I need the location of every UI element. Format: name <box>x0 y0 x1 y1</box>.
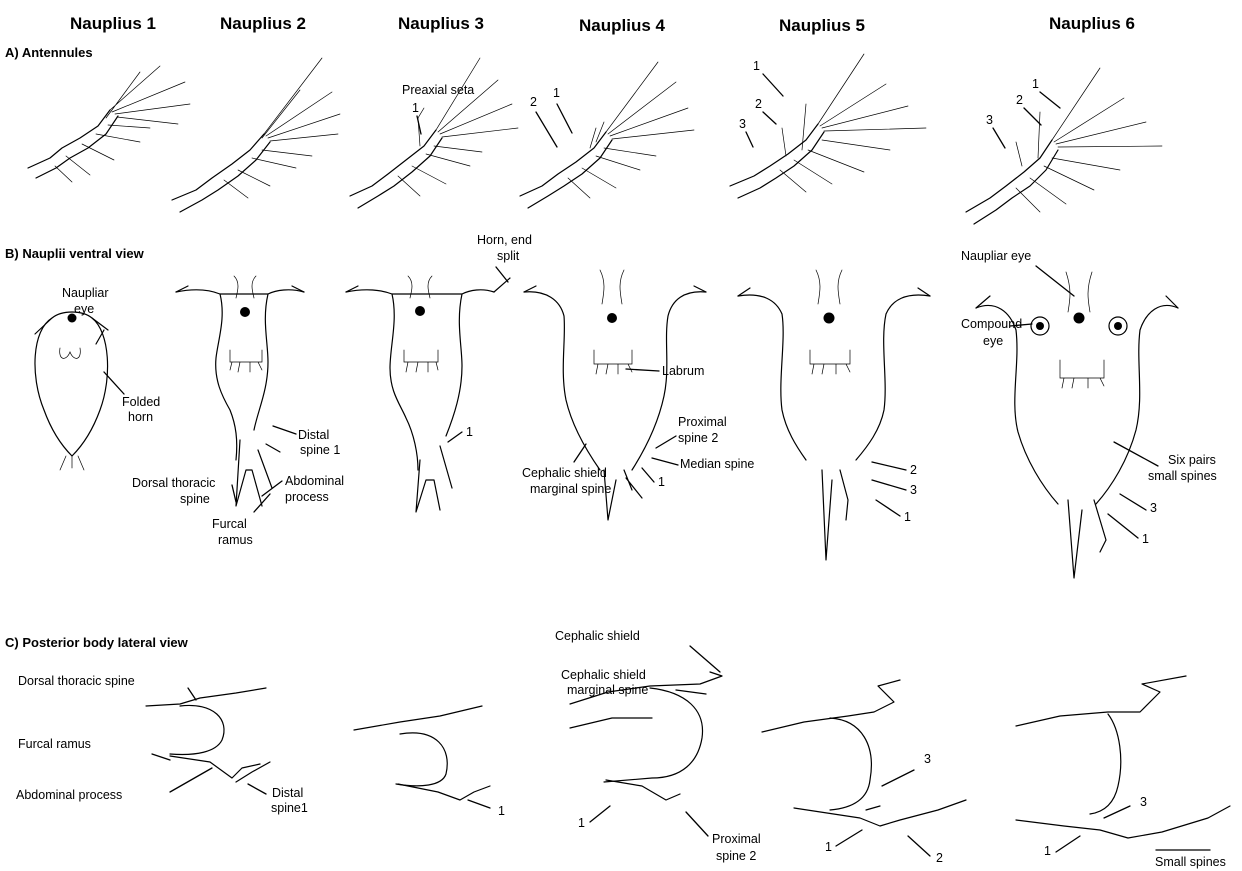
label-cephalic-shield-marginal-spine-b-line1: Cephalic shield <box>522 466 607 480</box>
section-antennules: A) Antennules <box>5 45 93 60</box>
label-n5-lateral-3: 3 <box>924 752 931 766</box>
stage-title-5: Nauplius 5 <box>779 16 865 35</box>
label-n2-lateral-1: 1 <box>498 804 505 818</box>
stage-title-4: Nauplius 4 <box>579 16 666 35</box>
label-furcal-ramus-b-line1: Furcal <box>212 517 247 531</box>
label-n5-spine-3: 3 <box>910 483 917 497</box>
label-n6-lateral-1: 1 <box>1044 844 1051 858</box>
label-six-pairs-small-spines-line2: small spines <box>1148 469 1217 483</box>
label-cephalic-shield-marginal-spine-c-line1: Cephalic shield <box>561 668 646 682</box>
label-cephalic-shield-marginal-spine-c-line2: marginal spine <box>567 683 648 697</box>
label-furcal-ramus-c: Furcal ramus <box>18 737 91 751</box>
label-labrum: Labrum <box>662 364 704 378</box>
label-n6-spine-1: 1 <box>1142 532 1149 546</box>
n4-naupliar-eye <box>607 313 617 323</box>
antennule-n2 <box>172 58 340 212</box>
lateral-body-n2 <box>354 706 490 800</box>
label-proximal-spine-2-c-line1: Proximal <box>712 832 761 846</box>
label-horn-end-split-line2: split <box>497 249 520 263</box>
label-n6-spine-3: 3 <box>1150 501 1157 515</box>
stage-title-1: Nauplius 1 <box>70 14 156 33</box>
label-n6-naupliar-eye: Naupliar eye <box>961 249 1031 263</box>
label-median-spine: Median spine <box>680 457 754 471</box>
label-n6-seta-1: 1 <box>1032 77 1039 91</box>
label-n6-seta-3: 3 <box>986 113 993 127</box>
label-n4-lateral-1: 1 <box>578 816 585 830</box>
label-folded-horn-line1: Folded <box>122 395 160 409</box>
label-proximal-spine-2-line1: Proximal <box>678 415 727 429</box>
label-abdominal-process-c: Abdominal process <box>16 788 122 802</box>
antennule-n5 <box>730 54 926 198</box>
label-n4-seta-2: 2 <box>530 95 537 109</box>
label-n3-spine-1: 1 <box>466 425 473 439</box>
label-n5-seta-3: 3 <box>739 117 746 131</box>
stage-title-6: Nauplius 6 <box>1049 14 1135 33</box>
nauplius-2-ventral <box>176 276 304 506</box>
n5-naupliar-eye <box>824 313 835 324</box>
label-n5-seta-1: 1 <box>753 59 760 73</box>
label-n4-spine-1: 1 <box>658 475 665 489</box>
n2-naupliar-eye <box>240 307 250 317</box>
label-folded-horn-line2: horn <box>128 410 153 424</box>
antennule-n4 <box>520 62 694 208</box>
lateral-body-n1 <box>146 688 270 782</box>
lateral-body-n5 <box>762 680 966 826</box>
label-n5-seta-2: 2 <box>755 97 762 111</box>
label-distal-spine1-c-line1: Distal <box>272 786 303 800</box>
label-small-spines: Small spines <box>1155 855 1226 869</box>
stage-title-2: Nauplius 2 <box>220 14 306 33</box>
nauplius-5-ventral <box>738 270 930 560</box>
label-dorsal-thoracic-spine-b-line1: Dorsal thoracic <box>132 476 215 490</box>
label-n5-spine-1: 1 <box>904 510 911 524</box>
nauplius-1-ventral <box>35 312 108 470</box>
label-n4-seta-1: 1 <box>553 86 560 100</box>
label-n1-naupliar-eye-line1: Naupliar <box>62 286 109 300</box>
label-horn-end-split-line1: Horn, end <box>477 233 532 247</box>
label-distal-spine1-c-line2: spine1 <box>271 801 308 815</box>
section-lateral-view: C) Posterior body lateral view <box>5 635 189 650</box>
label-abdominal-process-b-line1: Abdominal <box>285 474 344 488</box>
n6-naupliar-eye <box>1074 313 1085 324</box>
label-dorsal-thoracic-spine-c: Dorsal thoracic spine <box>18 674 135 688</box>
label-n6-lateral-3: 3 <box>1140 795 1147 809</box>
label-compound-eye-line1: Compound <box>961 317 1022 331</box>
label-distal-spine-1-line2: spine 1 <box>300 443 340 457</box>
antennule-n1 <box>28 66 190 182</box>
label-n5-spine-2: 2 <box>910 463 917 477</box>
antennule-n3 <box>350 58 518 208</box>
label-compound-eye-line2: eye <box>983 334 1003 348</box>
label-n3-seta-1: 1 <box>412 101 419 115</box>
label-proximal-spine-2-line2: spine 2 <box>678 431 718 445</box>
label-n5-lateral-1: 1 <box>825 840 832 854</box>
label-six-pairs-small-spines-line1: Six pairs <box>1168 453 1216 467</box>
antennule-n6 <box>966 68 1162 224</box>
label-proximal-spine-2-c-line2: spine 2 <box>716 849 756 863</box>
label-preaxial-seta: Preaxial seta <box>402 83 474 97</box>
label-n1-naupliar-eye-line2: eye <box>74 302 94 316</box>
label-dorsal-thoracic-spine-b-line2: spine <box>180 492 210 506</box>
label-cephalic-shield-marginal-spine-b-line2: marginal spine <box>530 482 611 496</box>
nauplius-3-ventral <box>346 276 510 512</box>
label-cephalic-shield: Cephalic shield <box>555 629 640 643</box>
stage-title-3: Nauplius 3 <box>398 14 484 33</box>
label-n5-lateral-2: 2 <box>936 851 943 865</box>
n3-naupliar-eye <box>415 306 425 316</box>
lateral-body-n6 <box>1016 676 1230 838</box>
label-distal-spine-1-line1: Distal <box>298 428 329 442</box>
label-n6-seta-2: 2 <box>1016 93 1023 107</box>
label-furcal-ramus-b-line2: ramus <box>218 533 253 547</box>
section-ventral-view: B) Nauplii ventral view <box>5 246 145 261</box>
label-abdominal-process-b-line2: process <box>285 490 329 504</box>
